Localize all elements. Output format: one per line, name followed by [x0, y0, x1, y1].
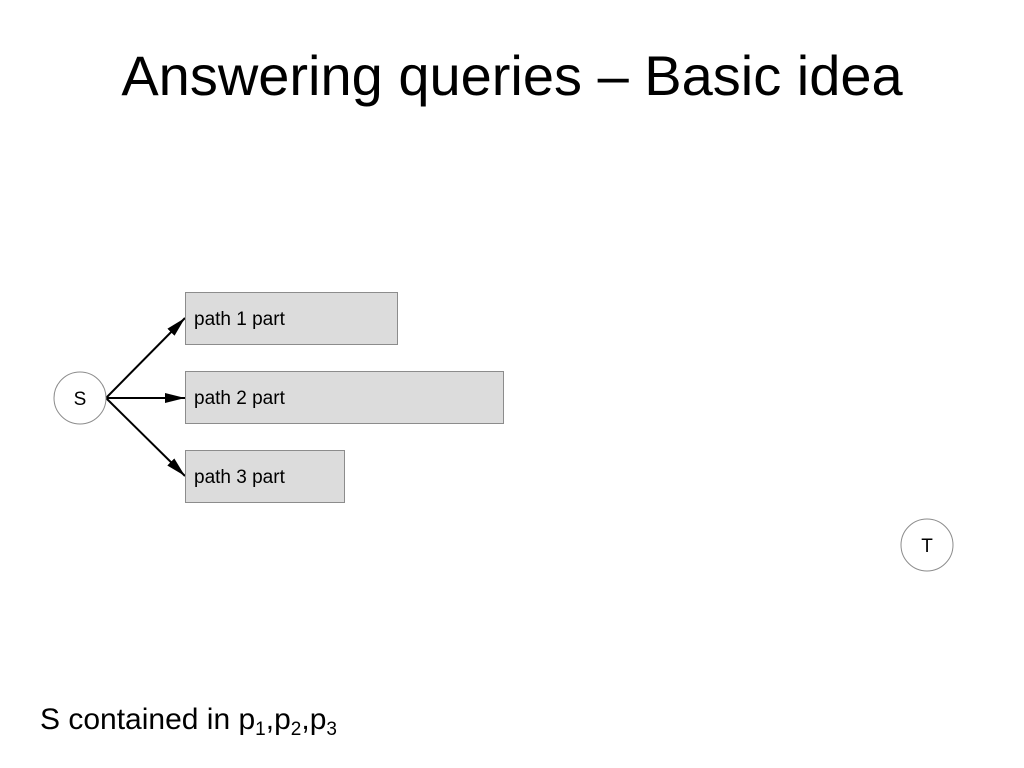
caption-item-1: p1 [238, 703, 266, 740]
target-node: T [900, 518, 954, 572]
caption: S contained in p1,p2,p3 [40, 700, 337, 740]
path-box-2-label: path 2 part [194, 388, 286, 409]
slide-title: Answering queries – Basic idea [121, 44, 903, 107]
source-node: S [53, 371, 107, 425]
caption-separator: , [301, 703, 310, 736]
path-box-1: path 1 part [185, 292, 398, 345]
caption-separator: , [265, 703, 275, 736]
arrow-to-path-3 [105, 397, 186, 477]
arrow-to-path-1 [105, 317, 186, 399]
caption-item-2: p2 [274, 703, 302, 740]
caption-item-3: p3 [309, 703, 337, 740]
target-node-label: T [921, 536, 933, 557]
path-box-1-label: path 1 part [194, 309, 286, 330]
path-box-2: path 2 part [185, 371, 504, 424]
path-box-3-label: path 3 part [194, 467, 286, 488]
source-node-label: S [74, 389, 87, 410]
caption-prefix: S contained in [40, 703, 239, 736]
path-box-3: path 3 part [185, 450, 345, 503]
